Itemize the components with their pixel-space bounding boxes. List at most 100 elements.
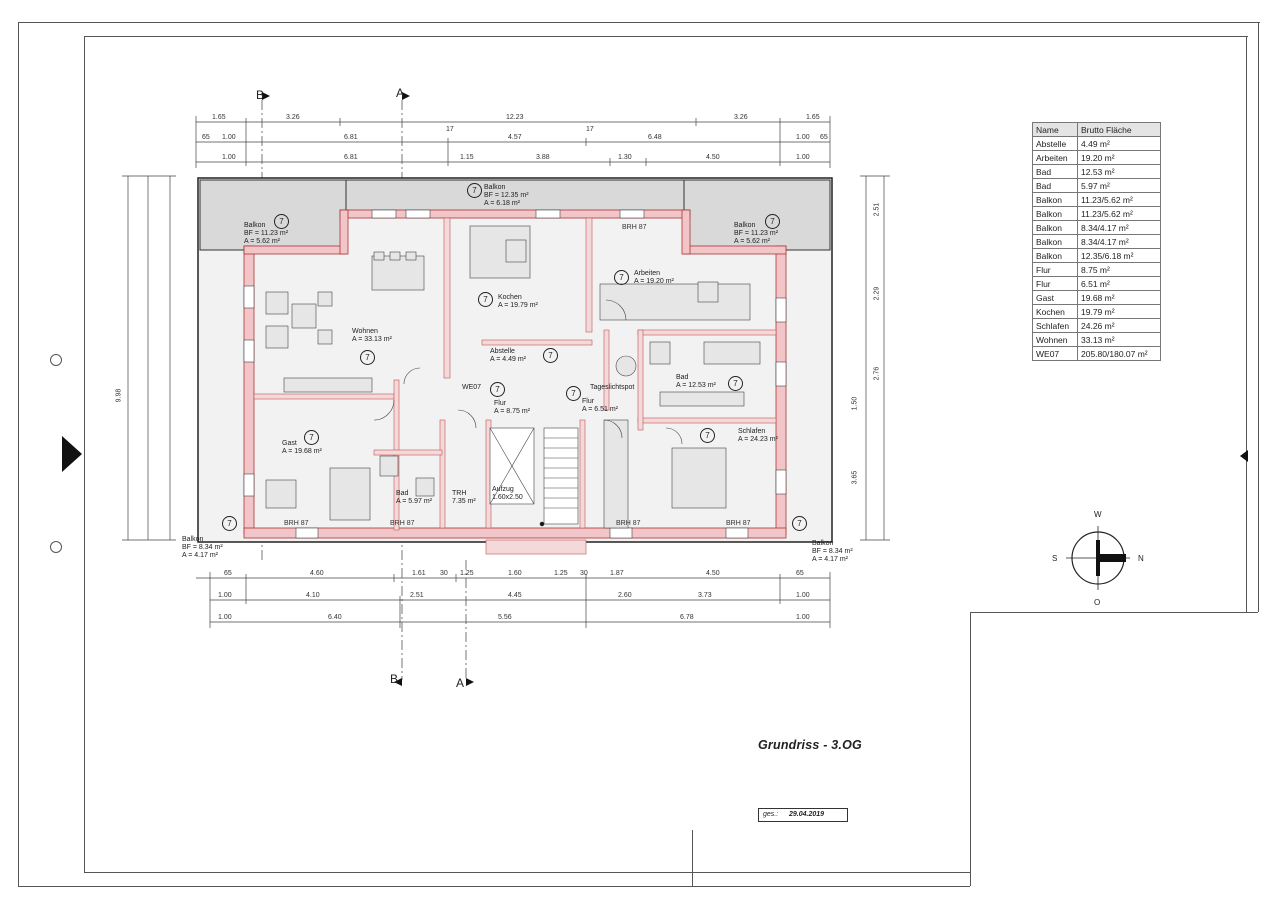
room-abstelle: Abstelle A = 4.49 m² <box>490 348 526 364</box>
dim-bottom3-4: 1.00 <box>796 614 810 621</box>
room-area: A = 33.13 m² <box>352 336 392 343</box>
room-tag: 7 <box>222 516 237 531</box>
room-area: A = 6.18 m² <box>484 200 520 207</box>
cell-name: Flur <box>1032 276 1078 291</box>
dim-top1-3: 3.26 <box>734 114 748 121</box>
cell-area: 8.34/4.17 m² <box>1077 220 1161 235</box>
dim-bottom3-1: 6.40 <box>328 614 342 621</box>
cell-name: Wohnen <box>1032 332 1078 347</box>
cell-area: 19.79 m² <box>1077 304 1161 319</box>
dim-top3-4: 1.30 <box>618 154 632 161</box>
cell-area: 8.75 m² <box>1077 262 1161 277</box>
frame-right <box>1258 22 1259 612</box>
room-tag: 7 <box>792 516 807 531</box>
dim-bottom1-6: 1.25 <box>554 570 568 577</box>
room-name: Arbeiten <box>634 270 661 277</box>
cell-name: WE07 <box>1032 346 1078 361</box>
cell-name: Bad <box>1032 178 1078 193</box>
dim-bottom3-0: 1.00 <box>218 614 232 621</box>
section-mark-b-top: B <box>256 88 265 102</box>
room-name: Flur <box>582 398 595 405</box>
cell-name: Schlafen <box>1032 318 1078 333</box>
room-name: Wohnen <box>352 328 378 335</box>
room-tag: 7 <box>490 382 505 397</box>
brh-label: BRH 87 <box>726 520 751 527</box>
cell-name: Balkon <box>1032 248 1078 263</box>
bottom-dimension-lines <box>196 572 831 628</box>
dim-bottom1-8: 1.87 <box>610 570 624 577</box>
frame-left <box>18 22 19 886</box>
dim-bottom2-4: 2.60 <box>618 592 632 599</box>
cell-name: Balkon <box>1032 220 1078 235</box>
fold-arrow-right-icon <box>1240 450 1248 462</box>
dim-top2-2: 6.81 <box>344 134 358 141</box>
top-dimension-lines <box>195 116 831 168</box>
dim-top2-7: 1.00 <box>796 134 810 141</box>
room-name: Balkon <box>812 540 834 547</box>
cell-area: 5.97 m² <box>1077 178 1161 193</box>
room-balkon-bl: Balkon BF = 8.34 m² A = 4.17 m² <box>182 536 223 560</box>
room-area: A = 5.62 m² <box>734 238 770 245</box>
dim-bottom3-3: 6.78 <box>680 614 694 621</box>
room-tag: 7 <box>478 292 493 307</box>
dim-top3-6: 1.00 <box>796 154 810 161</box>
room-area: 7.35 m² <box>452 498 476 505</box>
room-tageslicht: Tageslichtspot <box>590 384 634 392</box>
cell-area: 24.26 m² <box>1077 318 1161 333</box>
dim-bottom1-7: 30 <box>580 570 588 577</box>
date-label: ges.: <box>763 811 779 818</box>
room-tag: 7 <box>543 348 558 363</box>
unit-label: WE07 <box>462 384 481 392</box>
room-size: 1.60x2.50 <box>492 494 523 501</box>
furniture <box>265 225 761 529</box>
cell-area: 33.13 m² <box>1077 332 1161 347</box>
dim-top2-1: 1.00 <box>222 134 236 141</box>
room-name: Aufzug <box>492 486 514 493</box>
exterior-walls <box>243 209 787 539</box>
room-name: Bad <box>396 490 409 497</box>
room-balkon-tl: Balkon BF = 11.23 m² A = 5.62 m² <box>244 222 288 246</box>
room-balkon-top: Balkon BF = 12.35 m² A = 6.18 m² <box>484 184 529 208</box>
section-mark-b-bottom: B <box>390 672 399 686</box>
room-tag: 7 <box>274 214 289 229</box>
dim-top1-4: 1.65 <box>806 114 820 121</box>
dim-left-total: 9.98 <box>115 388 123 403</box>
dim-right-4: 3.65 <box>851 470 859 485</box>
dim-top2-6: 6.48 <box>648 134 662 141</box>
brh-label: BRH 87 <box>616 520 641 527</box>
dim-top1-0: 1.65 <box>212 114 226 121</box>
room-area: A = 19.20 m² <box>634 278 674 285</box>
section-arrows <box>262 92 474 686</box>
room-bf: BF = 8.34 m² <box>812 548 853 555</box>
cell-area: 12.53 m² <box>1077 164 1161 179</box>
cell-area: 205.80/180.07 m² <box>1077 346 1161 361</box>
room-schlafen: Schlafen A = 24.23 m² <box>738 428 778 444</box>
room-bad-2: Bad A = 5.97 m² <box>396 490 432 506</box>
dim-top3-5: 4.50 <box>706 154 720 161</box>
dim-bottom2-1: 4.10 <box>306 592 320 599</box>
room-tag: 7 <box>700 428 715 443</box>
room-tag: 7 <box>360 350 375 365</box>
dim-bottom1-3: 30 <box>440 570 448 577</box>
dim-bottom2-2: 2.51 <box>410 592 424 599</box>
fold-arrow-icon <box>62 436 82 472</box>
title-block-top-edge <box>970 612 1258 613</box>
cell-area: 4.49 m² <box>1077 136 1161 151</box>
cell-name: Balkon <box>1032 192 1078 207</box>
cell-name: Flur <box>1032 262 1078 277</box>
section-mark-a-top: A <box>396 86 405 100</box>
room-name: Abstelle <box>490 348 515 355</box>
dim-bottom2-6: 1.00 <box>796 592 810 599</box>
room-tag: 7 <box>728 376 743 391</box>
windows <box>243 209 787 539</box>
inner-frame-bottom <box>84 872 970 873</box>
room-area: A = 19.79 m² <box>498 302 538 309</box>
room-name: Balkon <box>734 222 756 229</box>
